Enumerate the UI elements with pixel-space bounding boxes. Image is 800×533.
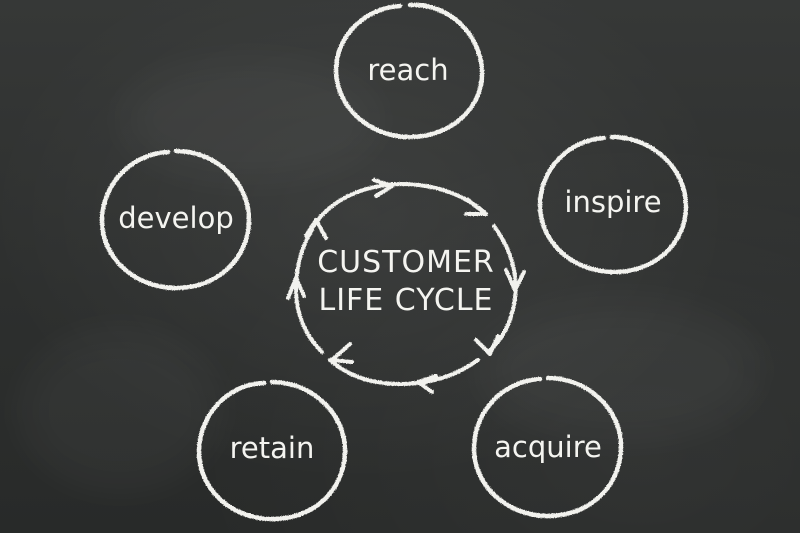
stage-label-develop: develop — [118, 201, 233, 235]
stage-label-retain: retain — [230, 431, 315, 465]
arrow-head-icon — [372, 178, 394, 198]
stage-label-inspire: inspire — [564, 185, 661, 219]
reach-circle — [333, 2, 485, 140]
arrow-head-icon — [464, 198, 488, 216]
cycle-arc-right — [486, 224, 518, 354]
retain-circle — [196, 379, 348, 522]
arrow-head-icon — [304, 218, 328, 240]
arrow-head-icon — [504, 268, 526, 292]
cycle-arc-top — [310, 182, 486, 230]
inspire-circle — [537, 134, 689, 275]
stage-label-reach: reach — [367, 53, 448, 87]
cycle-arc-bottom — [328, 358, 480, 386]
cycle-arc-left — [294, 228, 324, 354]
arrow-head-icon — [416, 374, 438, 394]
acquire-circle — [471, 375, 624, 519]
center-title-line1: CUSTOMER — [317, 245, 495, 280]
arrow-head-icon — [286, 276, 306, 300]
stage-label-acquire: acquire — [494, 430, 602, 464]
center-title-line2: LIFE CYCLE — [318, 283, 493, 318]
develop-circle — [99, 148, 252, 291]
arrow-head-icon — [474, 334, 500, 356]
cycle-arrow-ring — [286, 178, 526, 394]
arrow-head-icon — [330, 342, 354, 364]
